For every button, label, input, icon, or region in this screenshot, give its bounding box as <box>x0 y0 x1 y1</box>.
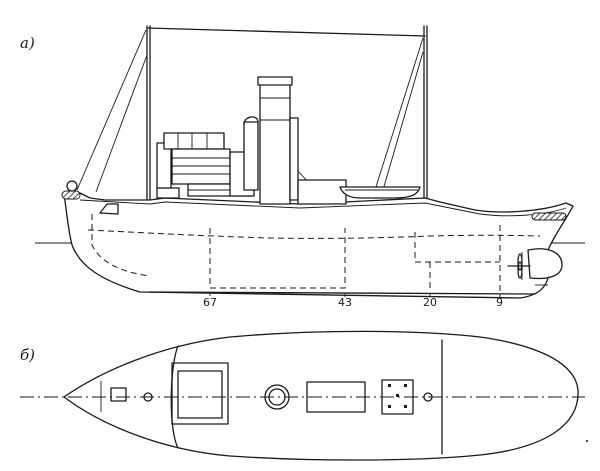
wheelhouse <box>156 142 172 189</box>
stern-fender <box>531 212 567 221</box>
engine-room <box>414 232 500 263</box>
engine-casing-plan <box>306 381 366 413</box>
deck-outline <box>63 330 579 461</box>
frame-label: 9 <box>496 296 503 309</box>
frame-label: 20 <box>423 296 437 309</box>
funnel-plan <box>264 384 290 410</box>
frame-label: 67 <box>203 296 217 309</box>
rudder <box>527 248 563 280</box>
bow-fender <box>61 190 81 200</box>
funnel-cap <box>257 76 293 86</box>
lifeboat <box>339 186 421 199</box>
deckhouse <box>171 148 231 185</box>
plan-view-label: б) <box>20 346 35 364</box>
forecastle-break <box>170 345 179 449</box>
ventilator <box>243 121 259 191</box>
engine-casing <box>297 179 347 205</box>
windlass <box>110 387 127 402</box>
mast-step-main <box>423 392 433 402</box>
funnel <box>259 79 291 205</box>
mast-step-fore <box>143 392 153 402</box>
keel <box>149 291 536 295</box>
forepeak-bulkhead <box>91 214 151 277</box>
hull-side <box>63 192 574 299</box>
backstay <box>374 37 424 191</box>
frame-label: 43 <box>338 296 352 309</box>
double-bottom-line <box>87 229 541 239</box>
cargo-hatch-plan <box>381 379 414 415</box>
forestay <box>76 29 147 191</box>
bridge-top <box>163 132 225 150</box>
hold-compartment <box>209 228 346 289</box>
side-view-label: а) <box>20 34 35 52</box>
mast-stay <box>146 27 426 37</box>
wheelhouse-plan <box>171 362 229 425</box>
